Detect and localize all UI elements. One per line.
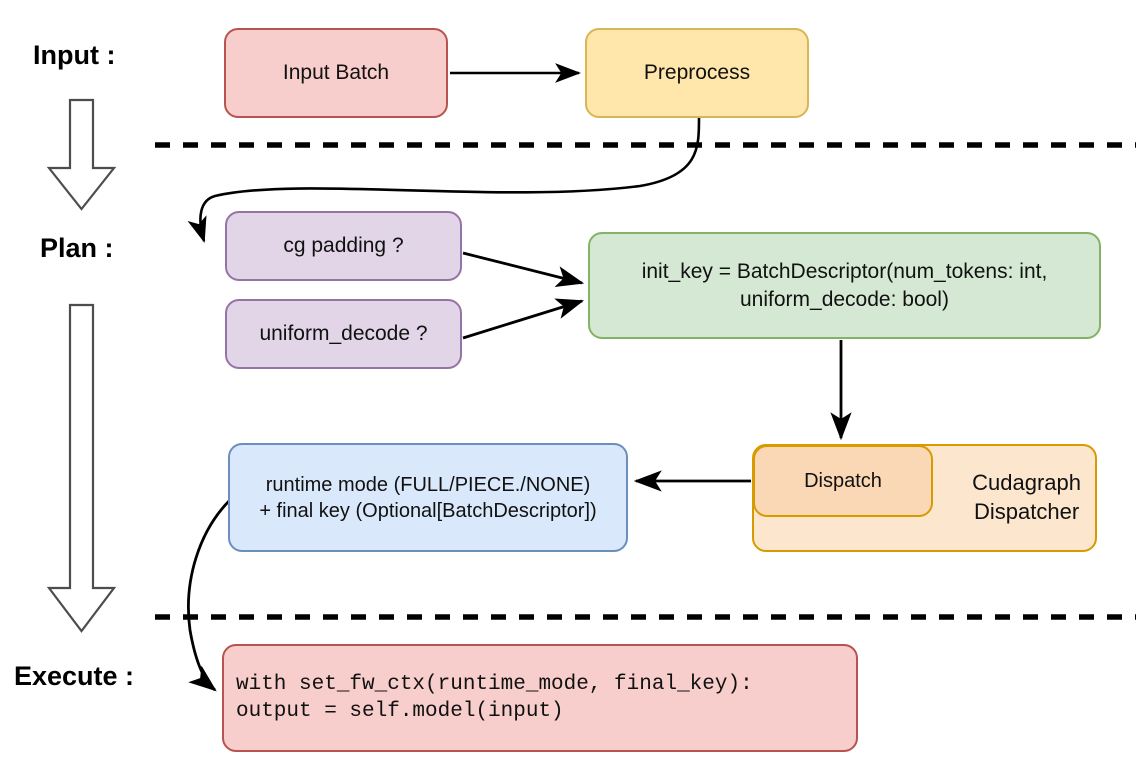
node-execute-code[interactable]: with set_fw_ctx(runtime_mode, final_key)… xyxy=(222,644,858,752)
node-uniform-decode[interactable]: uniform_decode ? xyxy=(225,299,462,369)
node-init-key[interactable]: init_key = BatchDescriptor(num_tokens: i… xyxy=(588,232,1101,339)
block-arrow-input-to-plan xyxy=(46,98,117,211)
stage-label-execute: Execute : xyxy=(14,661,135,691)
arrow-uniform-decode-to-init-key xyxy=(462,298,585,340)
node-uniform-decode-label: uniform_decode ? xyxy=(259,322,428,346)
node-dispatch-label: Dispatch xyxy=(804,470,882,492)
node-cg-padding[interactable]: cg padding ? xyxy=(225,211,462,281)
stage-label-input: Input : xyxy=(33,40,116,70)
node-preprocess-label: Preprocess xyxy=(643,61,751,85)
node-runtime-mode-label: runtime mode (FULL/PIECE./NONE) + final … xyxy=(259,473,597,522)
node-cudagraph-dispatcher-label: Cudagraph Dispatcher xyxy=(972,470,1081,524)
arrow-cg-padding-to-init-key xyxy=(462,251,585,288)
node-runtime-mode[interactable]: runtime mode (FULL/PIECE./NONE) + final … xyxy=(228,443,628,552)
block-arrow-plan-to-execute xyxy=(46,303,117,633)
node-cg-padding-label: cg padding ? xyxy=(283,234,404,258)
node-preprocess[interactable]: Preprocess xyxy=(585,28,809,118)
node-input-batch[interactable]: Input Batch xyxy=(224,28,448,118)
node-input-batch-label: Input Batch xyxy=(282,61,390,85)
node-init-key-label: init_key = BatchDescriptor(num_tokens: i… xyxy=(641,260,1048,311)
node-dispatch[interactable]: Dispatch xyxy=(753,445,933,517)
stage-label-plan: Plan : xyxy=(40,233,114,263)
node-execute-code-label: with set_fw_ctx(runtime_mode, final_key)… xyxy=(236,672,753,723)
